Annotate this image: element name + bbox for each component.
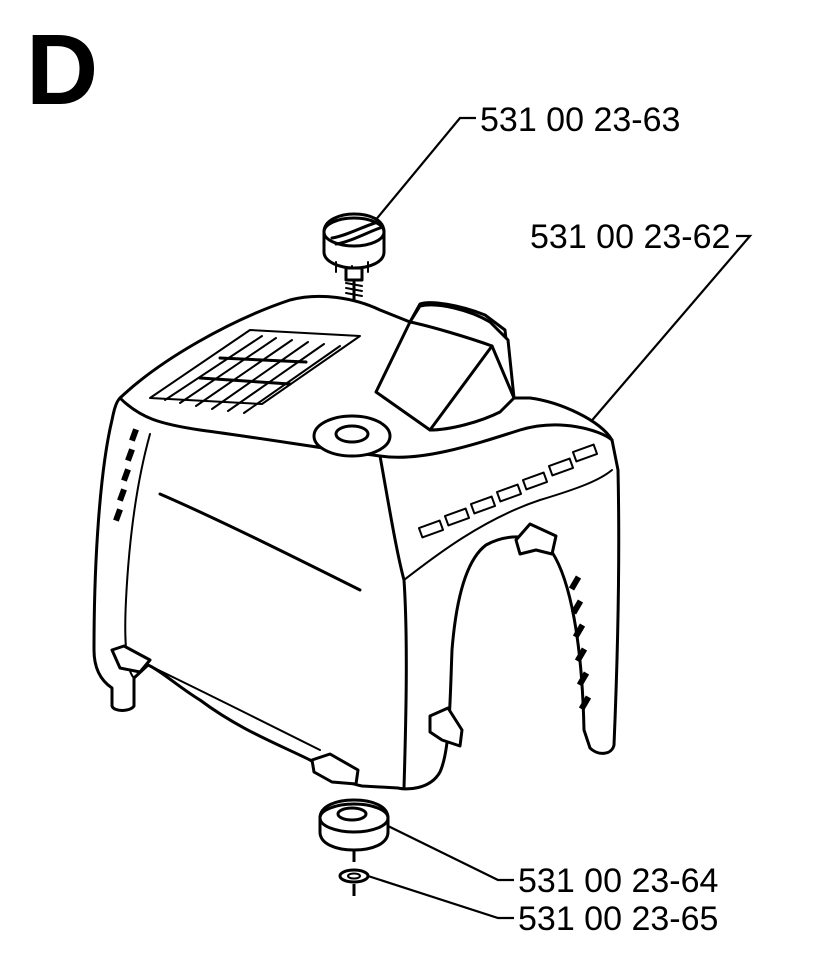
top-grommet-seat <box>312 414 392 458</box>
leader-lines <box>367 116 753 920</box>
leader-line-cover <box>587 234 753 426</box>
knob-screw-thread <box>345 278 363 300</box>
arch-clip <box>514 522 558 556</box>
leader-line-knob <box>373 116 476 223</box>
right-side-vents <box>417 443 599 539</box>
leader-line-grommet <box>387 825 514 882</box>
engine-cover <box>92 294 621 791</box>
bottom-mount-foot <box>310 752 360 786</box>
section-letter: D <box>26 14 98 126</box>
leader-line-washer <box>367 874 514 920</box>
air-intake-hood <box>374 303 516 432</box>
left-side-vents <box>113 428 139 522</box>
rubber-grommet <box>318 798 390 852</box>
part-label-knob: 531 00 23-63 <box>480 101 680 139</box>
left-mount-foot <box>110 644 152 674</box>
top-cooling-vents <box>149 329 361 414</box>
washer <box>338 868 370 884</box>
part-label-grommet: 531 00 23-64 <box>518 862 718 900</box>
knob <box>322 212 386 300</box>
lower-tab-right <box>428 706 464 748</box>
right-leg-vents <box>568 575 592 711</box>
part-label-washer: 531 00 23-65 <box>518 900 718 938</box>
part-label-cover: 531 00 23-62 <box>530 218 730 256</box>
